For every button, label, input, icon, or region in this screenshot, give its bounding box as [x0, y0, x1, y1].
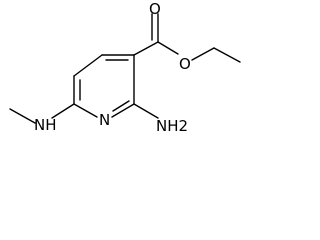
ring-bond-c4-c5	[73, 54, 103, 77]
atom-methylamino-group: NH	[34, 116, 57, 134]
ring-bond-c6-n1	[73, 103, 98, 118]
chemical-structure-diagram: O O N NH2 NH	[9, 0, 241, 135]
atom-ring-nitrogen: N	[99, 111, 110, 129]
substituent-bonds	[9, 13, 241, 124]
bond-carbonyl-ester-o	[157, 41, 179, 55]
bond-nh-methyl	[9, 108, 36, 124]
bond-c6-nh	[51, 103, 75, 119]
bond-ch2-ch3	[213, 47, 241, 63]
bond-c2-nh2	[133, 103, 159, 119]
bond-c3-carbonyl	[133, 41, 159, 56]
atom-labels: O O N NH2 NH	[34, 0, 191, 135]
atom-carbonyl-oxygen: O	[149, 0, 161, 18]
ring-bond-n1-c2-double	[112, 100, 130, 112]
bond-ester-o-ch2	[191, 47, 215, 61]
ring-bond-n1-c2	[111, 103, 135, 118]
atom-amino-group: NH2	[156, 117, 188, 135]
atom-ester-oxygen: O	[179, 55, 191, 73]
pyridine-ring	[73, 54, 135, 118]
